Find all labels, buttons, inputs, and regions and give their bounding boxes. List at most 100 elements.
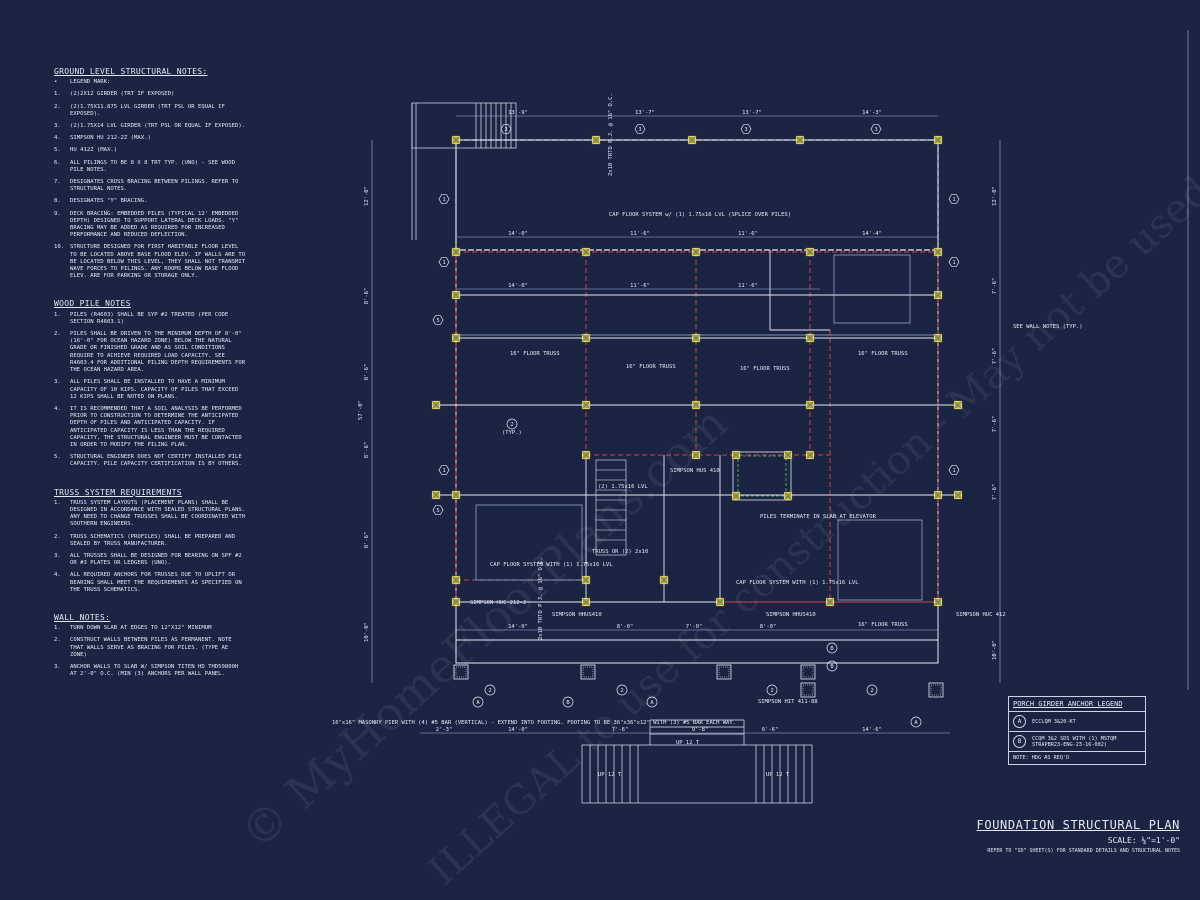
label-cap-floor-left: CAP FLOOR SYSTEM WITH (1) 1.75x16 LVL <box>490 562 613 568</box>
pile-marker <box>451 290 461 300</box>
legend-text-b: CCQM 3&2 SDS WITH (1) MSTQM STRAPBR23-EN… <box>1032 735 1117 748</box>
pile-marker <box>451 135 461 145</box>
legend-row-a: A ECCLQM 3&20-KT <box>1009 712 1145 732</box>
wall-notes: WALL NOTES: 1.TURN DOWN SLAB AT EDGES TO… <box>54 613 246 678</box>
label-floor-truss-mid: 16" FLOOR TRUSS <box>626 364 676 370</box>
label-rated-2: 2x10 TRTD P.J. @ 16" O.C. <box>538 557 544 640</box>
label-floor-truss-right: 16" FLOOR TRUSS <box>858 351 908 357</box>
pile-marker <box>731 450 741 460</box>
masonry-pier <box>928 682 944 698</box>
wall-note-number: 2. <box>54 637 61 644</box>
dim-row-1: 11'-6" <box>738 231 758 237</box>
wall-note-item: 2. CONSTRUCT WALLS BETWEEN PILES AS PERMA… <box>54 637 246 659</box>
truss-note-item: 1.TRUSS SYSTEM LAYOUTS (PLACEMENT PLANS)… <box>54 500 246 529</box>
anchor-callout-a: A <box>910 716 922 728</box>
wood-pile-note-number: 4. <box>54 405 61 412</box>
pile-marker <box>933 333 943 343</box>
svg-text:1: 1 <box>952 260 955 266</box>
truss-note-text: ALL TRUSSES SHALL BE DESIGNED FOR BEARIN… <box>70 552 242 567</box>
masonry-pier <box>716 664 732 680</box>
wood-pile-note-item: 4.IT IS RECOMMENDED THAT A SOIL ANALYSIS… <box>54 406 246 449</box>
dim-row-1: 11'-6" <box>630 231 650 237</box>
svg-text:B: B <box>830 646 834 652</box>
label-simpson-hhus410a: SIMPSON HHUS410 <box>552 612 602 618</box>
pile-marker <box>783 491 793 501</box>
ground-note-number: 5. <box>54 147 61 154</box>
callout-3: 3 <box>500 124 512 134</box>
label-see-wall-notes: SEE WALL NOTES (TYP.) <box>1013 324 1083 330</box>
plan-labels: CAP FLOOR SYSTEM w/ (1) 1.75x16 LVL (SPL… <box>332 93 1083 778</box>
pile-marker <box>933 135 943 145</box>
ground-note-number: 7. <box>54 179 61 186</box>
dimension-text-layer: 13'-9"13'-7"13'-7"14'-3"14'-0"11'-6"11'-… <box>358 110 998 733</box>
ground-note-number: 6. <box>54 159 61 166</box>
ground-note-number: 9. <box>54 210 61 217</box>
pile-marker <box>691 333 701 343</box>
wall-note-text: CONSTRUCT WALLS BETWEEN PILES AS PERMANE… <box>70 637 232 658</box>
pile-marker <box>825 597 835 607</box>
label-piles-terminate: PILES TERMINATE IN SLAB AT ELEVATOR <box>760 514 877 520</box>
dim-base: 14'-0" <box>508 727 528 733</box>
dim-row-2: 11'-6" <box>630 283 650 289</box>
truss-note-text: TRUSS SYSTEM LAYOUTS (PLACEMENT PLANS) S… <box>70 499 246 528</box>
wood-pile-notes: WOOD PILE NOTES 1. PILES (R4603) SHALL BE… <box>54 300 246 468</box>
ground-note-text: HU 412Z (MAX.) <box>70 147 118 154</box>
stair-bottom <box>581 719 813 804</box>
stair-interior <box>595 459 627 556</box>
label-up-right: UP 12 T <box>766 772 790 778</box>
ground-note-number: 3. <box>54 123 61 130</box>
pile-marker <box>591 135 601 145</box>
wood-pile-note-number: 5. <box>54 454 61 461</box>
wood-pile-note-text: STRUCTURAL ENGINEER DOES NOT CERTIFY INS… <box>70 454 242 468</box>
dim-base: 7'-6" <box>612 727 629 733</box>
wood-pile-title: WOOD PILE NOTES <box>54 299 131 309</box>
callout-1: 1 <box>948 257 960 267</box>
legend-mark-a: A <box>1013 715 1026 728</box>
pile-marker <box>795 135 805 145</box>
ground-note-text: (2)1.75x14 LVL GIRDER (TRT PSL OR EQUAL … <box>70 123 246 130</box>
label-floor-truss-bottom: 16" FLOOR TRUSS <box>858 622 908 628</box>
wall-note-item: 3.ANCHOR WALLS TO SLAB W/ SIMPSON TITEN … <box>54 664 246 678</box>
truss-note-text: ALL REQUIRED ANCHORS FOR TRUSSES DUE TO … <box>70 572 242 593</box>
ground-note-item: 4.SIMPSON HU 212-2Z (MAX.) <box>54 135 246 142</box>
pile-marker <box>581 575 591 585</box>
ground-note-text: (2)1.75x11.875 LVL GIRDER (TRT PSL OR EQ… <box>70 103 225 117</box>
dim-bottom: 8'-0" <box>617 624 634 630</box>
legend-row-b: B CCQM 3&2 SDS WITH (1) MSTQM STRAPBR23-… <box>1009 732 1145 752</box>
porch-girder-legend: PORCH GIRDER ANCHOR LEGEND A ECCLQM 3&20… <box>1008 696 1146 765</box>
wood-pile-note-item: 1. PILES (R4603) SHALL BE SYP #2 TREATED … <box>54 312 246 326</box>
pile-marker <box>691 247 701 257</box>
dim-bottom: 7'-0" <box>686 624 703 630</box>
ground-level-notes: GROUND LEVEL STRUCTURAL NOTES: • LEGEND … <box>54 67 246 280</box>
masonry-pier <box>800 664 816 680</box>
pile-marker <box>783 450 793 460</box>
label-cap-floor-mid: CAP FLOOR SYSTEM WITH (1) 1.75x16 LVL <box>736 580 859 586</box>
svg-text:5: 5 <box>436 508 439 514</box>
dim-right: 7'-6" <box>992 348 998 365</box>
callout-1: 1 <box>948 194 960 204</box>
callout-2: 2 <box>616 684 628 696</box>
plan-reference: REFER TO "SD" SHEET(S) FOR STANDARD DETA… <box>987 848 1180 854</box>
dim-bottom: 8'-0" <box>760 624 777 630</box>
wood-pile-note-number: 3. <box>54 379 61 386</box>
wall-note-text: ANCHOR WALLS TO SLAB W/ SIMPSON TITEN HD… <box>70 663 239 678</box>
truss-note-number: 2. <box>54 533 61 540</box>
pile-marker <box>687 135 697 145</box>
dim-right: 7'-6" <box>992 278 998 295</box>
svg-text:A: A <box>914 720 918 726</box>
wood-pile-note-number: 1. <box>54 311 61 318</box>
label-simpson-hhus410b: SIMPSON HHUS410 <box>766 612 816 618</box>
dim-base: 2'-3" <box>436 727 453 733</box>
callout-1: 1 <box>438 194 450 204</box>
label-floor-truss-left: 16" FLOOR TRUSS <box>510 351 560 357</box>
wood-pile-note-text: PILES (R4603) SHALL BE SYP #2 TREATED (P… <box>70 311 229 325</box>
wall-note-item: 1.TURN DOWN SLAB AT EDGES TO 12"x12" MIN… <box>54 625 246 632</box>
pile-marker <box>731 491 741 501</box>
truss-note-number: 4. <box>54 572 61 579</box>
pile-marker <box>805 333 815 343</box>
svg-text:3: 3 <box>874 127 877 133</box>
pile-marker <box>691 400 701 410</box>
truss-note-text: TRUSS SCHEMATICS (PROFILES) SHALL BE PRE… <box>70 533 236 547</box>
label-simpson-hus410: SIMPSON HUS 410 <box>670 468 720 474</box>
truss-note-item: 3.ALL TRUSSES SHALL BE DESIGNED FOR BEAR… <box>54 553 246 567</box>
